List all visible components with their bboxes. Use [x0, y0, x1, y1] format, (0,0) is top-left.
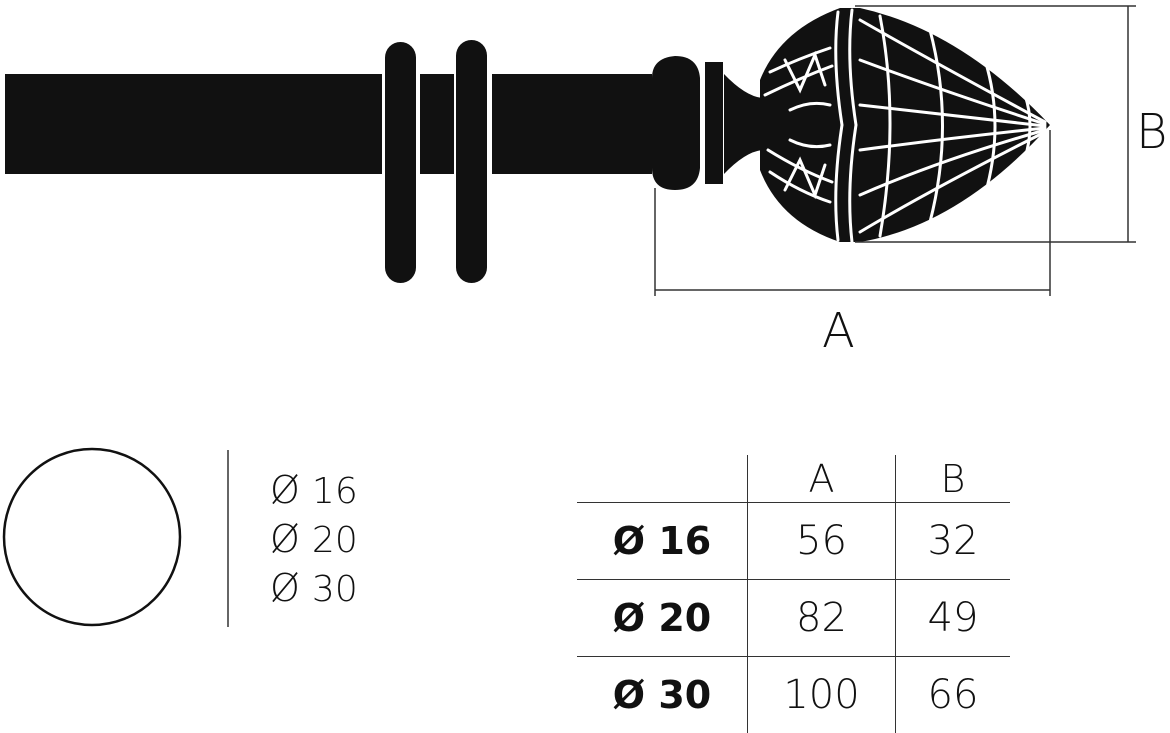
- diameter-item: Ø 16: [270, 470, 358, 519]
- cell-a: 56: [748, 503, 896, 580]
- diameter-item: Ø 30: [270, 568, 358, 617]
- finial-base: [652, 56, 700, 190]
- column-header-b: B: [896, 455, 1011, 503]
- finial-collar: [705, 62, 723, 184]
- cell-a: 82: [748, 580, 896, 657]
- diameter-icon: Ø: [270, 566, 300, 610]
- diameter-value: 16: [312, 471, 358, 512]
- diameter-value: 30: [312, 569, 358, 610]
- rod-segment: [420, 74, 454, 174]
- row-diameter: Ø 20: [577, 580, 748, 657]
- row-diameter: Ø 16: [577, 503, 748, 580]
- diameter-list: Ø 16 Ø 20 Ø 30: [270, 470, 358, 617]
- table-header-row: A B: [577, 455, 1010, 503]
- diameter-icon: Ø: [270, 468, 300, 512]
- ring: [456, 40, 487, 283]
- rod: [5, 74, 382, 174]
- cell-b: 49: [896, 580, 1011, 657]
- cell-a: 100: [748, 657, 896, 733]
- column-header-a: A: [748, 455, 896, 503]
- ring: [385, 42, 416, 283]
- dimension-table: A B Ø 16 56 32 Ø 20 82 49 Ø 30 100 66: [577, 455, 1010, 733]
- cell-b: 32: [896, 503, 1011, 580]
- table-row: Ø 20 82 49: [577, 580, 1010, 657]
- dimension-label-a: A: [822, 307, 855, 355]
- finial-neck: [724, 74, 762, 174]
- row-diameter: Ø 30: [577, 657, 748, 733]
- diameter-icon: Ø: [270, 517, 300, 561]
- dimension-label-b: B: [1136, 108, 1167, 156]
- table-row: Ø 16 56 32: [577, 503, 1010, 580]
- diameter-item: Ø 20: [270, 519, 358, 568]
- table-row: Ø 30 100 66: [577, 657, 1010, 733]
- diameter-value: 20: [312, 520, 358, 561]
- cell-b: 66: [896, 657, 1011, 733]
- rod-segment: [492, 74, 652, 174]
- table-corner: [577, 455, 748, 503]
- cross-section-circle: [4, 449, 180, 625]
